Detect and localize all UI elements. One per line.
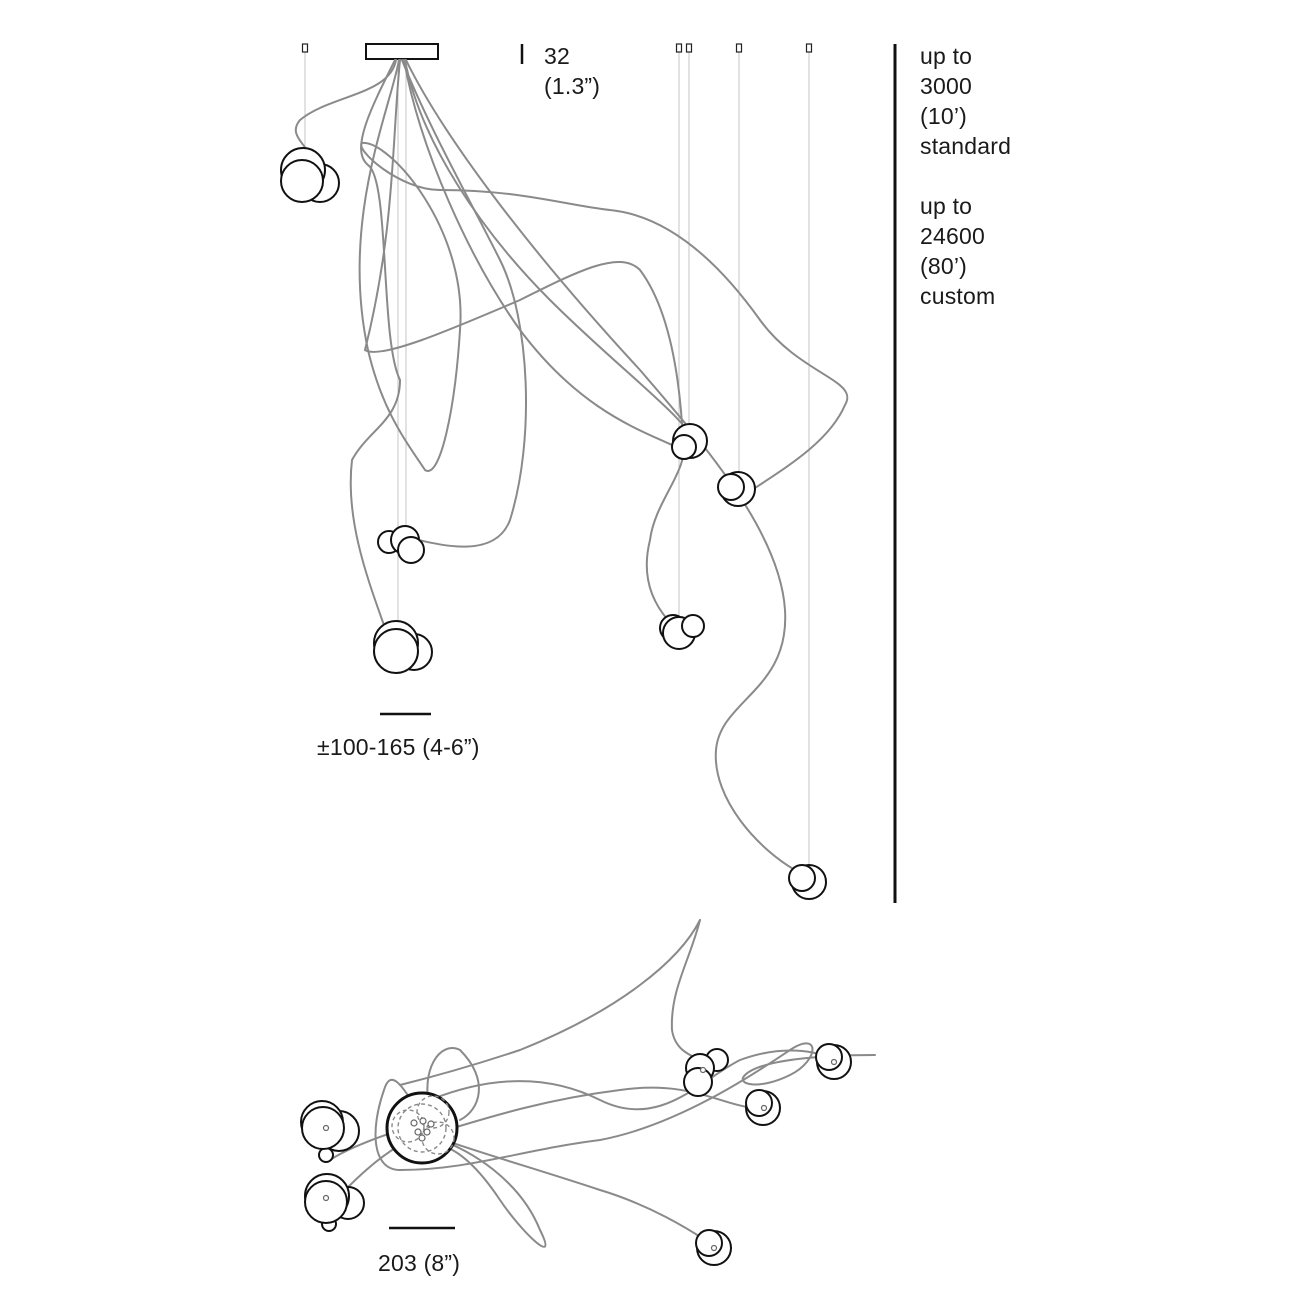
canopy-diameter-label: 203 (8”): [378, 1250, 461, 1276]
overall-length-spacer: [920, 161, 1011, 191]
ceiling-anchor: [805, 43, 813, 53]
ceiling-anchor: [301, 43, 309, 53]
plan-power-cords: [329, 919, 876, 1248]
globe-cluster: [280, 147, 340, 203]
globe-cluster: [815, 1043, 852, 1080]
overall-length-line: (10’): [920, 103, 968, 129]
canopy-height-label: 32 (1.3”): [544, 41, 600, 101]
globe-cluster: [717, 471, 756, 507]
overall-length-label: up to 3000 (10’) standard up to 24600 (8…: [920, 41, 1011, 311]
plan-globes: [300, 1043, 852, 1266]
canopy: [365, 43, 439, 60]
ceiling-anchor: [685, 43, 693, 53]
globe-cluster: [695, 1229, 732, 1266]
overall-length-line: up to: [920, 43, 973, 69]
globe-cluster: [659, 614, 705, 650]
power-cords: [294, 59, 849, 871]
canopy-height-mm: 32: [544, 43, 570, 69]
overall-length-line: custom: [920, 283, 996, 309]
globe-cluster: [377, 525, 425, 564]
overall-length-line: 24600: [920, 223, 985, 249]
globe-cluster: [300, 1100, 360, 1163]
canopy-height-inches: (1.3”): [544, 73, 601, 99]
overall-length-line: up to: [920, 193, 973, 219]
globe-cluster: [788, 864, 827, 900]
globe-cluster: [373, 620, 433, 674]
plan-view: [300, 919, 876, 1266]
globe-cluster: [671, 423, 708, 460]
overall-length-line: standard: [920, 133, 1012, 159]
globe-cluster: [745, 1089, 781, 1126]
globe-cluster: [683, 1048, 729, 1097]
globe-cluster: [304, 1173, 365, 1232]
support-cables: [304, 52, 810, 866]
overall-length-line: (80’): [920, 253, 968, 279]
cluster-width-label: ±100-165 (4-6”): [317, 734, 480, 760]
ceiling-anchors: [301, 43, 813, 53]
elevation-view: [280, 43, 897, 903]
glass-globes: [280, 147, 827, 900]
ceiling-anchor: [735, 43, 743, 53]
overall-length-line: 3000: [920, 73, 972, 99]
plan-canopy: [385, 1091, 459, 1165]
ceiling-anchor: [675, 43, 683, 53]
